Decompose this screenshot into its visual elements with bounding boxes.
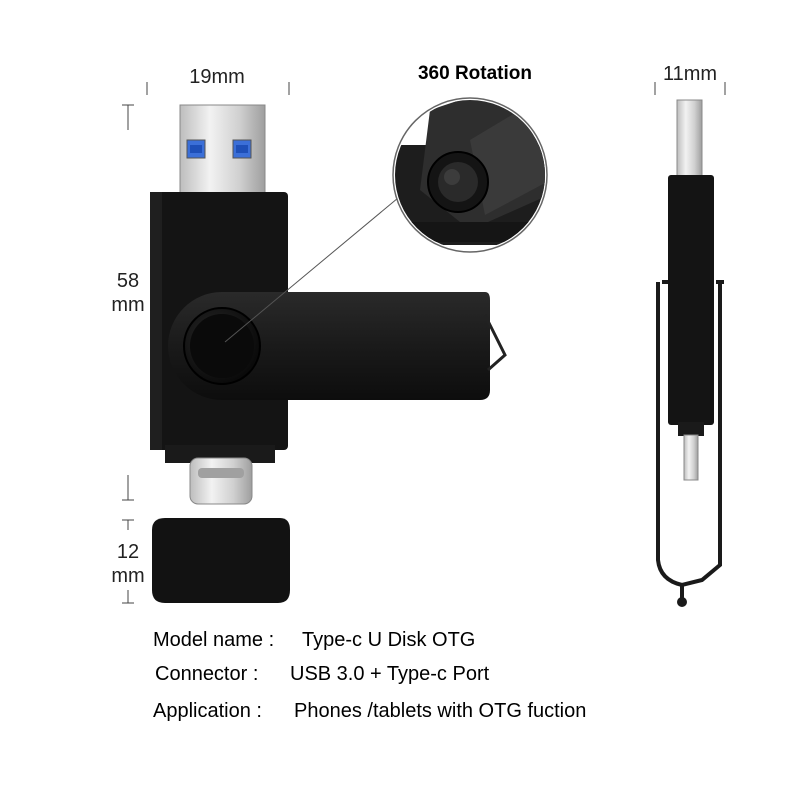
typec-cap: [152, 518, 290, 603]
swivel-cover-side: [656, 280, 724, 607]
spec-model-value: Type-c U Disk OTG: [302, 629, 476, 651]
drive-body-side: [668, 175, 714, 425]
cap-dimension-line: [122, 519, 134, 604]
height-label-number: 58: [116, 270, 140, 292]
width-dimension-line: [146, 82, 290, 95]
cap-label-unit: mm: [111, 565, 145, 587]
rotation-callout: [392, 97, 548, 253]
spec-connector-label: Connector :: [155, 663, 259, 685]
typec-connector-side: [678, 422, 704, 481]
height-label-unit: mm: [111, 294, 145, 316]
depth-label: 11mm: [662, 63, 718, 85]
spec-connector-value: USB 3.0 + Type-c Port: [290, 663, 490, 685]
width-label: 19mm: [189, 66, 245, 88]
callout-leader-line: [224, 197, 399, 343]
spec-model-label: Model name :: [153, 629, 275, 651]
cap-label-number: 12: [116, 541, 140, 563]
usb-connector-side: [676, 99, 703, 179]
usb-connector-front: [179, 104, 266, 196]
swivel-cover: [168, 292, 507, 400]
spec-application-value: Phones /tablets with OTG fuction: [294, 700, 587, 722]
height-dimension-line: [122, 104, 134, 501]
typec-connector-front: [165, 445, 275, 505]
spec-application-label: Application :: [153, 700, 262, 722]
depth-dimension-line: [654, 82, 726, 95]
rotation-title: 360 Rotation: [417, 63, 533, 84]
